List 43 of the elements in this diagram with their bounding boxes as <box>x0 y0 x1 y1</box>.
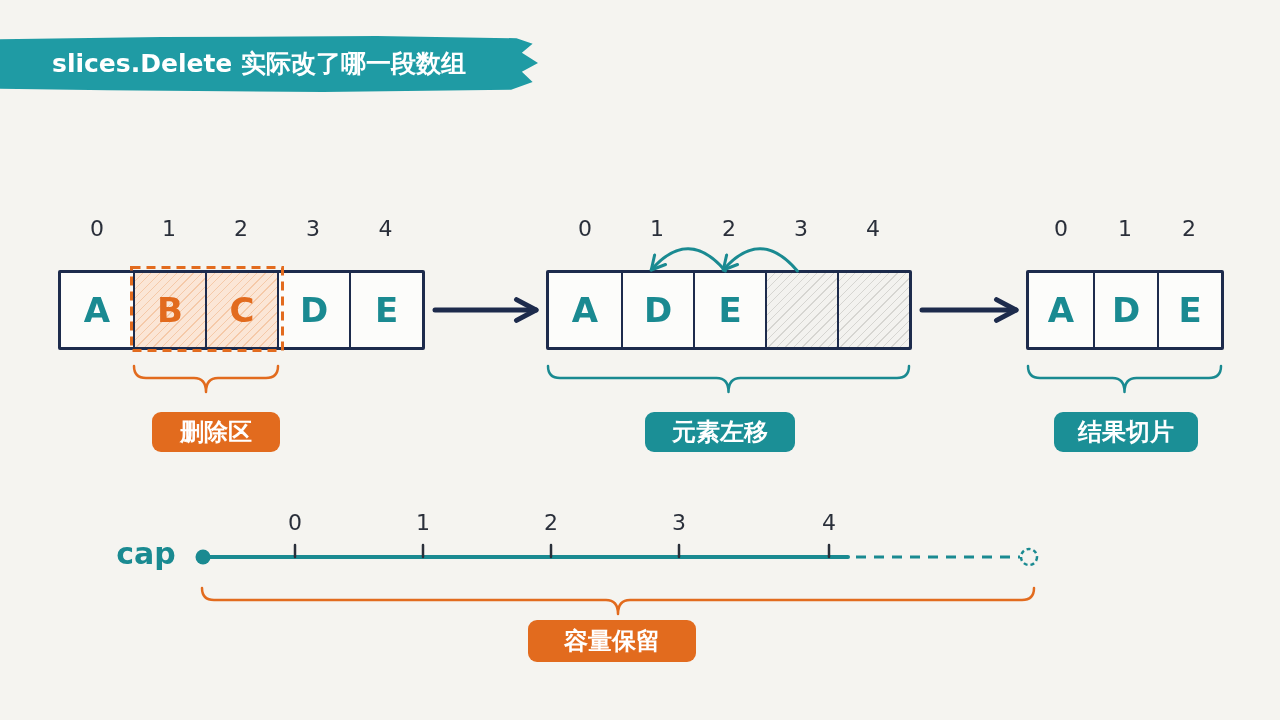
array-box <box>1026 270 1224 350</box>
arrow <box>919 297 1019 323</box>
caption-tag: 容量保留 <box>528 620 696 662</box>
index-number: 0 <box>89 215 105 243</box>
index-number: 2 <box>721 215 737 243</box>
index-number: 1 <box>649 215 665 243</box>
index-number: 0 <box>577 215 593 243</box>
axis-label: cap <box>115 537 177 571</box>
tick-label: 2 <box>543 509 559 537</box>
index-number: 1 <box>1117 215 1133 243</box>
index-number: 3 <box>793 215 809 243</box>
title-banner: slices.Delete 实际改了哪一段数组 <box>0 36 538 92</box>
index-number: 4 <box>865 215 881 243</box>
array-cell: A <box>1029 273 1093 347</box>
arrow <box>432 297 539 323</box>
array-cell: A <box>61 273 133 347</box>
tick-label: 3 <box>671 509 687 537</box>
array-cell: B <box>133 273 205 347</box>
caption-tag: 结果切片 <box>1054 412 1198 452</box>
index-number: 0 <box>1053 215 1069 243</box>
tick-label: 4 <box>821 509 837 537</box>
caption-tag: 删除区 <box>152 412 280 452</box>
hatched-cell <box>837 273 909 347</box>
index-number: 3 <box>305 215 321 243</box>
hatched-cell <box>765 273 837 347</box>
curved-arrow <box>721 247 799 273</box>
index-number: 4 <box>377 215 394 243</box>
tick-label: 1 <box>415 509 431 537</box>
index-number: 1 <box>161 215 177 243</box>
index-number: 2 <box>1181 215 1197 243</box>
index-number: 2 <box>233 215 249 243</box>
curved-arrow <box>649 247 727 273</box>
tick-label: 0 <box>287 509 303 537</box>
array-cell: E <box>349 273 422 347</box>
array-cell: D <box>621 273 693 347</box>
array-cell: E <box>1157 273 1221 347</box>
array-box <box>546 270 912 350</box>
array-box <box>58 270 425 350</box>
caption-tag: 元素左移 <box>645 412 795 452</box>
array-cell: D <box>1093 273 1157 347</box>
array-cell: D <box>277 273 349 347</box>
array-cell: A <box>549 273 621 347</box>
array-cell: C <box>205 273 277 347</box>
